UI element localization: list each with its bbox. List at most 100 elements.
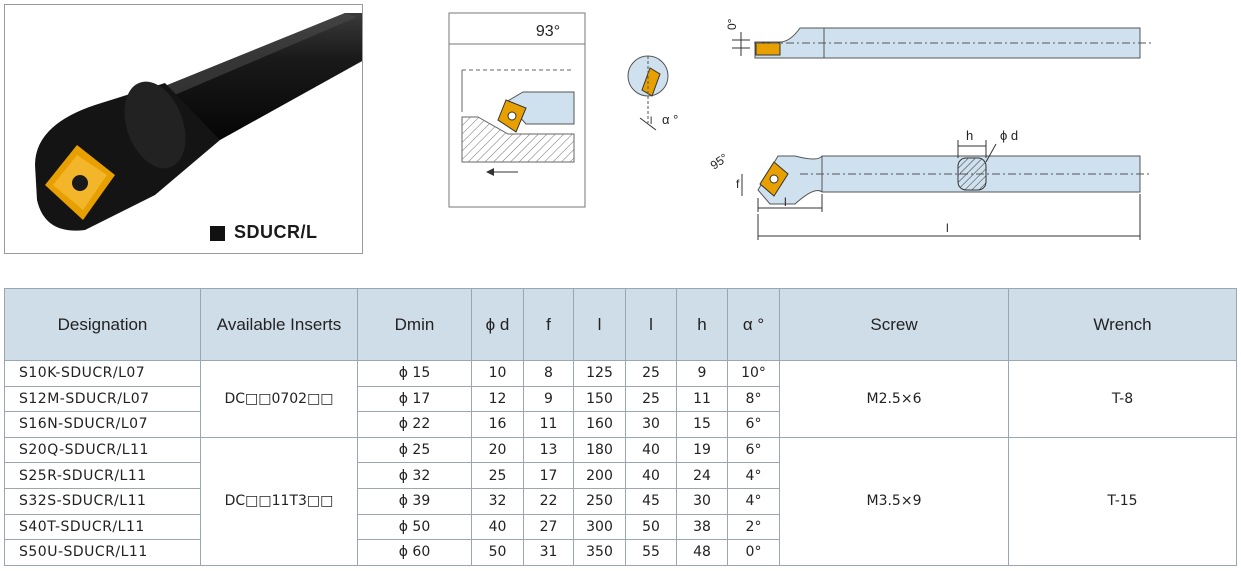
cell-dmin: ϕ 32 — [357, 462, 472, 489]
cell-l1: 300 — [573, 513, 626, 541]
cell-alpha: 4° — [727, 487, 780, 515]
cell-l1: 250 — [573, 487, 626, 515]
cell-f: 31 — [523, 539, 574, 566]
cell-phi-d: 12 — [471, 385, 524, 413]
cell-alpha: 0° — [727, 539, 780, 566]
product-photo: SDUCR/L — [4, 4, 363, 254]
cell-dmin: ϕ 17 — [357, 385, 472, 413]
table-header-row: Designation Available Inserts Dmin ϕ d f… — [4, 288, 1237, 361]
header-l2: l — [625, 288, 677, 361]
cell-designation: S25R-SDUCR/L11 — [4, 462, 201, 489]
cell-alpha: 6° — [727, 411, 780, 438]
cell-designation: S10K-SDUCR/L07 — [4, 360, 201, 387]
header-f: f — [523, 288, 574, 361]
cell-l1: 180 — [573, 436, 626, 464]
cell-alpha: 6° — [727, 436, 780, 464]
cell-dmin: ϕ 22 — [357, 411, 472, 438]
cell-phi-d: 10 — [471, 360, 524, 387]
cell-f: 11 — [523, 411, 574, 438]
cell-wrench: T-15 — [1008, 436, 1237, 566]
cell-h: 48 — [676, 539, 728, 566]
cell-l1: 150 — [573, 385, 626, 413]
header-designation: Designation — [4, 288, 201, 361]
cell-l2: 25 — [625, 360, 677, 387]
cell-designation: S50U-SDUCR/L11 — [4, 539, 201, 566]
table-row: S16N-SDUCR/L07 ϕ 22 16 11 160 30 15 6° — [4, 411, 1237, 438]
cell-screw: M2.5×6 — [779, 360, 1009, 438]
product-label: SDUCR/L — [234, 222, 318, 242]
cell-phi-d: 32 — [471, 487, 524, 515]
l-mark-label: l — [650, 116, 652, 127]
cell-l2: 30 — [625, 411, 677, 438]
entry-angle-label: 95° — [708, 150, 731, 172]
cell-l1: 125 — [573, 360, 626, 387]
cell-alpha: 2° — [727, 513, 780, 541]
f-label: f — [736, 177, 740, 191]
table-row: S20Q-SDUCR/L11 DC□□11T3□□ ϕ 25 20 13 180… — [4, 436, 1237, 566]
phi-d-label: ϕ d — [1000, 128, 1018, 143]
cell-screw: M3.5×9 — [779, 436, 1009, 566]
cell-l1: 350 — [573, 539, 626, 566]
rake-angle-label: 0° — [725, 18, 739, 30]
header-wrench: Wrench — [1008, 288, 1237, 361]
clearance-angle-diagram: l α ° — [627, 55, 678, 131]
cell-designation: S12M-SDUCR/L07 — [4, 385, 201, 413]
cell-l2: 40 — [625, 462, 677, 489]
header-dmin: Dmin — [357, 288, 472, 361]
table-row: S12M-SDUCR/L07 ϕ 17 12 9 150 25 11 8° — [4, 385, 1237, 413]
approach-angle-label: 93° — [536, 23, 560, 40]
boring-bar-image — [35, 13, 362, 231]
cell-designation: S40T-SDUCR/L11 — [4, 513, 201, 541]
top-view-diagram: 0° — [725, 18, 1152, 59]
side-view-diagram: 95° h ϕ d f l l — [708, 128, 1152, 240]
cell-f: 22 — [523, 487, 574, 515]
cell-l1: 160 — [573, 411, 626, 438]
cell-phi-d: 50 — [471, 539, 524, 566]
cell-phi-d: 25 — [471, 462, 524, 489]
cell-designation: S20Q-SDUCR/L11 — [4, 436, 201, 464]
cell-dmin: ϕ 60 — [357, 539, 472, 566]
approach-angle-diagram: 93° — [448, 12, 586, 208]
header-h: h — [676, 288, 728, 361]
table-row: S10K-SDUCR/L07 DC□□0702□□ ϕ 15 10 8 125 … — [4, 360, 1237, 438]
cell-alpha: 4° — [727, 462, 780, 489]
cell-alpha: 8° — [727, 385, 780, 413]
cell-h: 30 — [676, 487, 728, 515]
table-row: S50U-SDUCR/L11 ϕ 60 50 31 350 55 48 0° — [4, 539, 1237, 566]
cell-inserts: DC□□11T3□□ — [200, 436, 358, 566]
l2-label: l — [784, 195, 787, 209]
cell-dmin: ϕ 25 — [357, 436, 472, 464]
cell-h: 9 — [676, 360, 728, 387]
header-screw: Screw — [779, 288, 1009, 361]
h-label: h — [966, 128, 973, 143]
cell-f: 9 — [523, 385, 574, 413]
cell-phi-d: 16 — [471, 411, 524, 438]
header-inserts: Available Inserts — [200, 288, 358, 361]
cell-dmin: ϕ 39 — [357, 487, 472, 515]
cell-f: 27 — [523, 513, 574, 541]
cell-l2: 40 — [625, 436, 677, 464]
header-phi-d: ϕ d — [471, 288, 524, 361]
cell-wrench: T-8 — [1008, 360, 1237, 438]
header-l1: l — [573, 288, 626, 361]
label-square-icon — [210, 226, 225, 241]
cell-f: 17 — [523, 462, 574, 489]
spec-table: Designation Available Inserts Dmin ϕ d f… — [4, 288, 1237, 566]
cell-alpha: 10° — [727, 360, 780, 387]
cell-h: 11 — [676, 385, 728, 413]
alpha-label: α ° — [662, 112, 678, 127]
cell-f: 13 — [523, 436, 574, 464]
cell-f: 8 — [523, 360, 574, 387]
cell-dmin: ϕ 50 — [357, 513, 472, 541]
cell-l2: 50 — [625, 513, 677, 541]
cell-l2: 45 — [625, 487, 677, 515]
cell-inserts: DC□□0702□□ — [200, 360, 358, 438]
cell-l1: 200 — [573, 462, 626, 489]
cell-h: 15 — [676, 411, 728, 438]
cell-h: 24 — [676, 462, 728, 489]
header-alpha: α ° — [727, 288, 780, 361]
cell-designation: S32S-SDUCR/L11 — [4, 487, 201, 515]
cell-designation: S16N-SDUCR/L07 — [4, 411, 201, 438]
cell-phi-d: 40 — [471, 513, 524, 541]
cell-h: 38 — [676, 513, 728, 541]
